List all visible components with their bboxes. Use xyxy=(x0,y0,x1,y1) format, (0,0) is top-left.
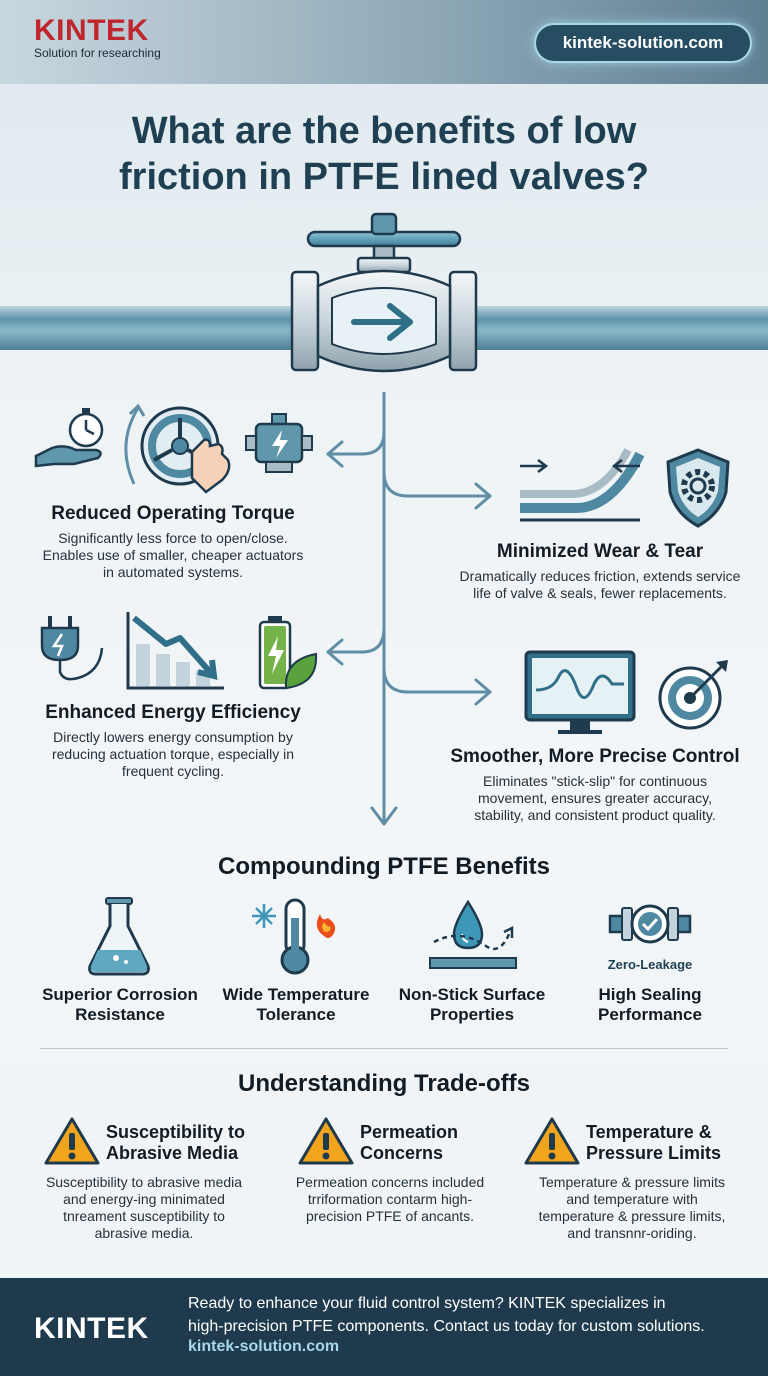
desc-line: and transnnr-oriding. xyxy=(567,1225,697,1241)
desc-line: in automated systems. xyxy=(102,564,244,580)
declining-chart-icon xyxy=(126,610,226,690)
label-line: Performance xyxy=(598,1005,702,1024)
title-line: Temperature & xyxy=(586,1122,712,1142)
steering-wheel-icon xyxy=(118,400,238,496)
brand-logo[interactable]: KINTEK Solution for researching xyxy=(34,14,161,60)
actuator-motor-icon xyxy=(244,412,316,476)
zero-leakage-badge: Zero-Leakage xyxy=(607,957,693,972)
monitor-waveform-icon xyxy=(524,650,636,736)
tradeoff-title-permeation: Permeation Concerns xyxy=(360,1122,500,1164)
hand-stopwatch-icon xyxy=(34,404,112,470)
benefit-title-torque: Reduced Operating Torque xyxy=(51,503,295,524)
benefit-desc-energy: Directly lowers energy consumption by re… xyxy=(20,729,326,780)
footer-cta: Ready to enhance your fluid control syst… xyxy=(188,1292,748,1356)
battery-leaf-icon xyxy=(256,614,320,692)
sliding-surfaces-icon xyxy=(516,446,644,522)
desc-line: Enables use of smaller, cheaper actuator… xyxy=(42,547,304,563)
compounding-section-title: Compounding PTFE Benefits xyxy=(218,853,550,880)
benefit-desc-torque: Significantly less force to open/close. … xyxy=(20,530,326,581)
tradeoffs-section-title: Understanding Trade-offs xyxy=(237,1070,531,1097)
benefit-title-energy: Enhanced Energy Efficiency xyxy=(45,702,301,723)
tradeoff-desc-limits: Temperature & pressure limits and temper… xyxy=(512,1174,752,1242)
desc-line: tnreament susceptibility to xyxy=(63,1208,225,1224)
desc-line: stability, and consistent product qualit… xyxy=(474,807,716,823)
logo-wordmark: KINTEK xyxy=(34,14,149,47)
benefit-desc-wear: Dramatically reduces friction, extends s… xyxy=(440,568,760,602)
desc-line: life of valve & seals, fewer replacement… xyxy=(473,585,727,601)
benefit-label-corrosion: Superior Corrosion Resistance xyxy=(34,985,206,1025)
footer-cta-line-2: high-precision PTFE components. Contact … xyxy=(188,1318,705,1335)
tradeoff-desc-abrasive: Susceptibility to abrasive media and ene… xyxy=(30,1174,258,1242)
title-line-1: What are the benefits of low xyxy=(131,110,637,152)
title-line-2: friction in PTFE lined valves? xyxy=(119,156,649,198)
desc-line: trriformation contarm high- xyxy=(307,1191,473,1207)
desc-line: reducing actuation torque, especially in xyxy=(51,746,295,762)
label-line: Superior Corrosion xyxy=(42,985,198,1004)
desc-line: precision PTFE of ancants. xyxy=(305,1208,475,1224)
section-divider xyxy=(40,1048,728,1049)
title-line: Susceptibility to xyxy=(106,1122,246,1142)
footer-cta-line-1: Ready to enhance your fluid control syst… xyxy=(188,1295,666,1312)
desc-line: Significantly less force to open/close. xyxy=(58,530,288,546)
label-line: Resistance xyxy=(75,1005,165,1024)
desc-line: Directly lowers energy consumption by xyxy=(53,729,293,745)
site-url-link[interactable]: kintek-solution.com xyxy=(536,25,750,61)
water-drop-icon xyxy=(428,898,518,976)
footer-bar xyxy=(0,1278,768,1376)
flask-icon xyxy=(86,896,152,976)
desc-line: Permeation concerns included xyxy=(295,1174,485,1190)
benefit-label-sealing: High Sealing Performance xyxy=(564,985,736,1025)
benefit-title-control: Smoother, More Precise Control xyxy=(450,746,740,767)
benefit-label-temperature: Wide Temperature Tolerance xyxy=(210,985,382,1025)
flow-arrows xyxy=(322,392,502,832)
benefit-label-non-stick: Non-Stick Surface Properties xyxy=(386,985,558,1025)
desc-line: Dramatically reduces friction, extends s… xyxy=(459,568,741,584)
desc-line: frequent cycling. xyxy=(122,763,224,779)
tradeoff-title-abrasive: Susceptibility to Abrasive Media xyxy=(106,1122,256,1164)
valve-icon xyxy=(288,212,480,392)
sealed-pipe-icon xyxy=(608,898,692,948)
title-line: Abrasive Media xyxy=(106,1143,239,1163)
label-line: Tolerance xyxy=(256,1005,336,1024)
title-line: Permeation xyxy=(360,1122,459,1142)
desc-line: movement, ensures greater accuracy, xyxy=(478,790,712,806)
tradeoff-title-limits: Temperature & Pressure Limits xyxy=(586,1122,746,1164)
desc-line: Susceptibility to abrasive media xyxy=(45,1174,243,1190)
desc-line: temperature & pressure limits, xyxy=(538,1208,726,1224)
label-line: Wide Temperature xyxy=(222,985,370,1004)
label-line: Properties xyxy=(429,1005,515,1024)
label-line: Non-Stick Surface xyxy=(398,985,546,1004)
page-title: What are the benefits of low friction in… xyxy=(40,108,728,200)
thermometer-icon xyxy=(248,896,344,976)
tradeoff-desc-permeation: Permeation concerns included trriformati… xyxy=(276,1174,504,1225)
benefit-desc-control: Eliminates "stick-slip" for continuous m… xyxy=(430,773,760,824)
benefit-title-wear: Minimized Wear & Tear xyxy=(496,541,704,562)
desc-line: and energy-ing minimated xyxy=(63,1191,225,1207)
logo-tagline: Solution for researching xyxy=(34,46,161,60)
power-plug-icon xyxy=(40,612,112,686)
desc-line: Temperature & pressure limits xyxy=(539,1174,725,1190)
label-line: High Sealing xyxy=(598,985,702,1004)
title-line: Pressure Limits xyxy=(586,1143,722,1163)
warning-icon xyxy=(44,1116,100,1166)
target-icon xyxy=(656,658,732,730)
desc-line: and temperature with xyxy=(566,1191,698,1207)
shield-gear-icon xyxy=(664,448,732,528)
warning-icon xyxy=(524,1116,580,1166)
title-line: Concerns xyxy=(360,1143,444,1163)
warning-icon xyxy=(298,1116,354,1166)
footer-logo[interactable]: KINTEK xyxy=(34,1312,149,1345)
desc-line: Eliminates "stick-slip" for continuous xyxy=(483,773,707,789)
desc-line: abrasive media. xyxy=(94,1225,194,1241)
footer-url-link[interactable]: kintek-solution.com xyxy=(188,1338,340,1355)
